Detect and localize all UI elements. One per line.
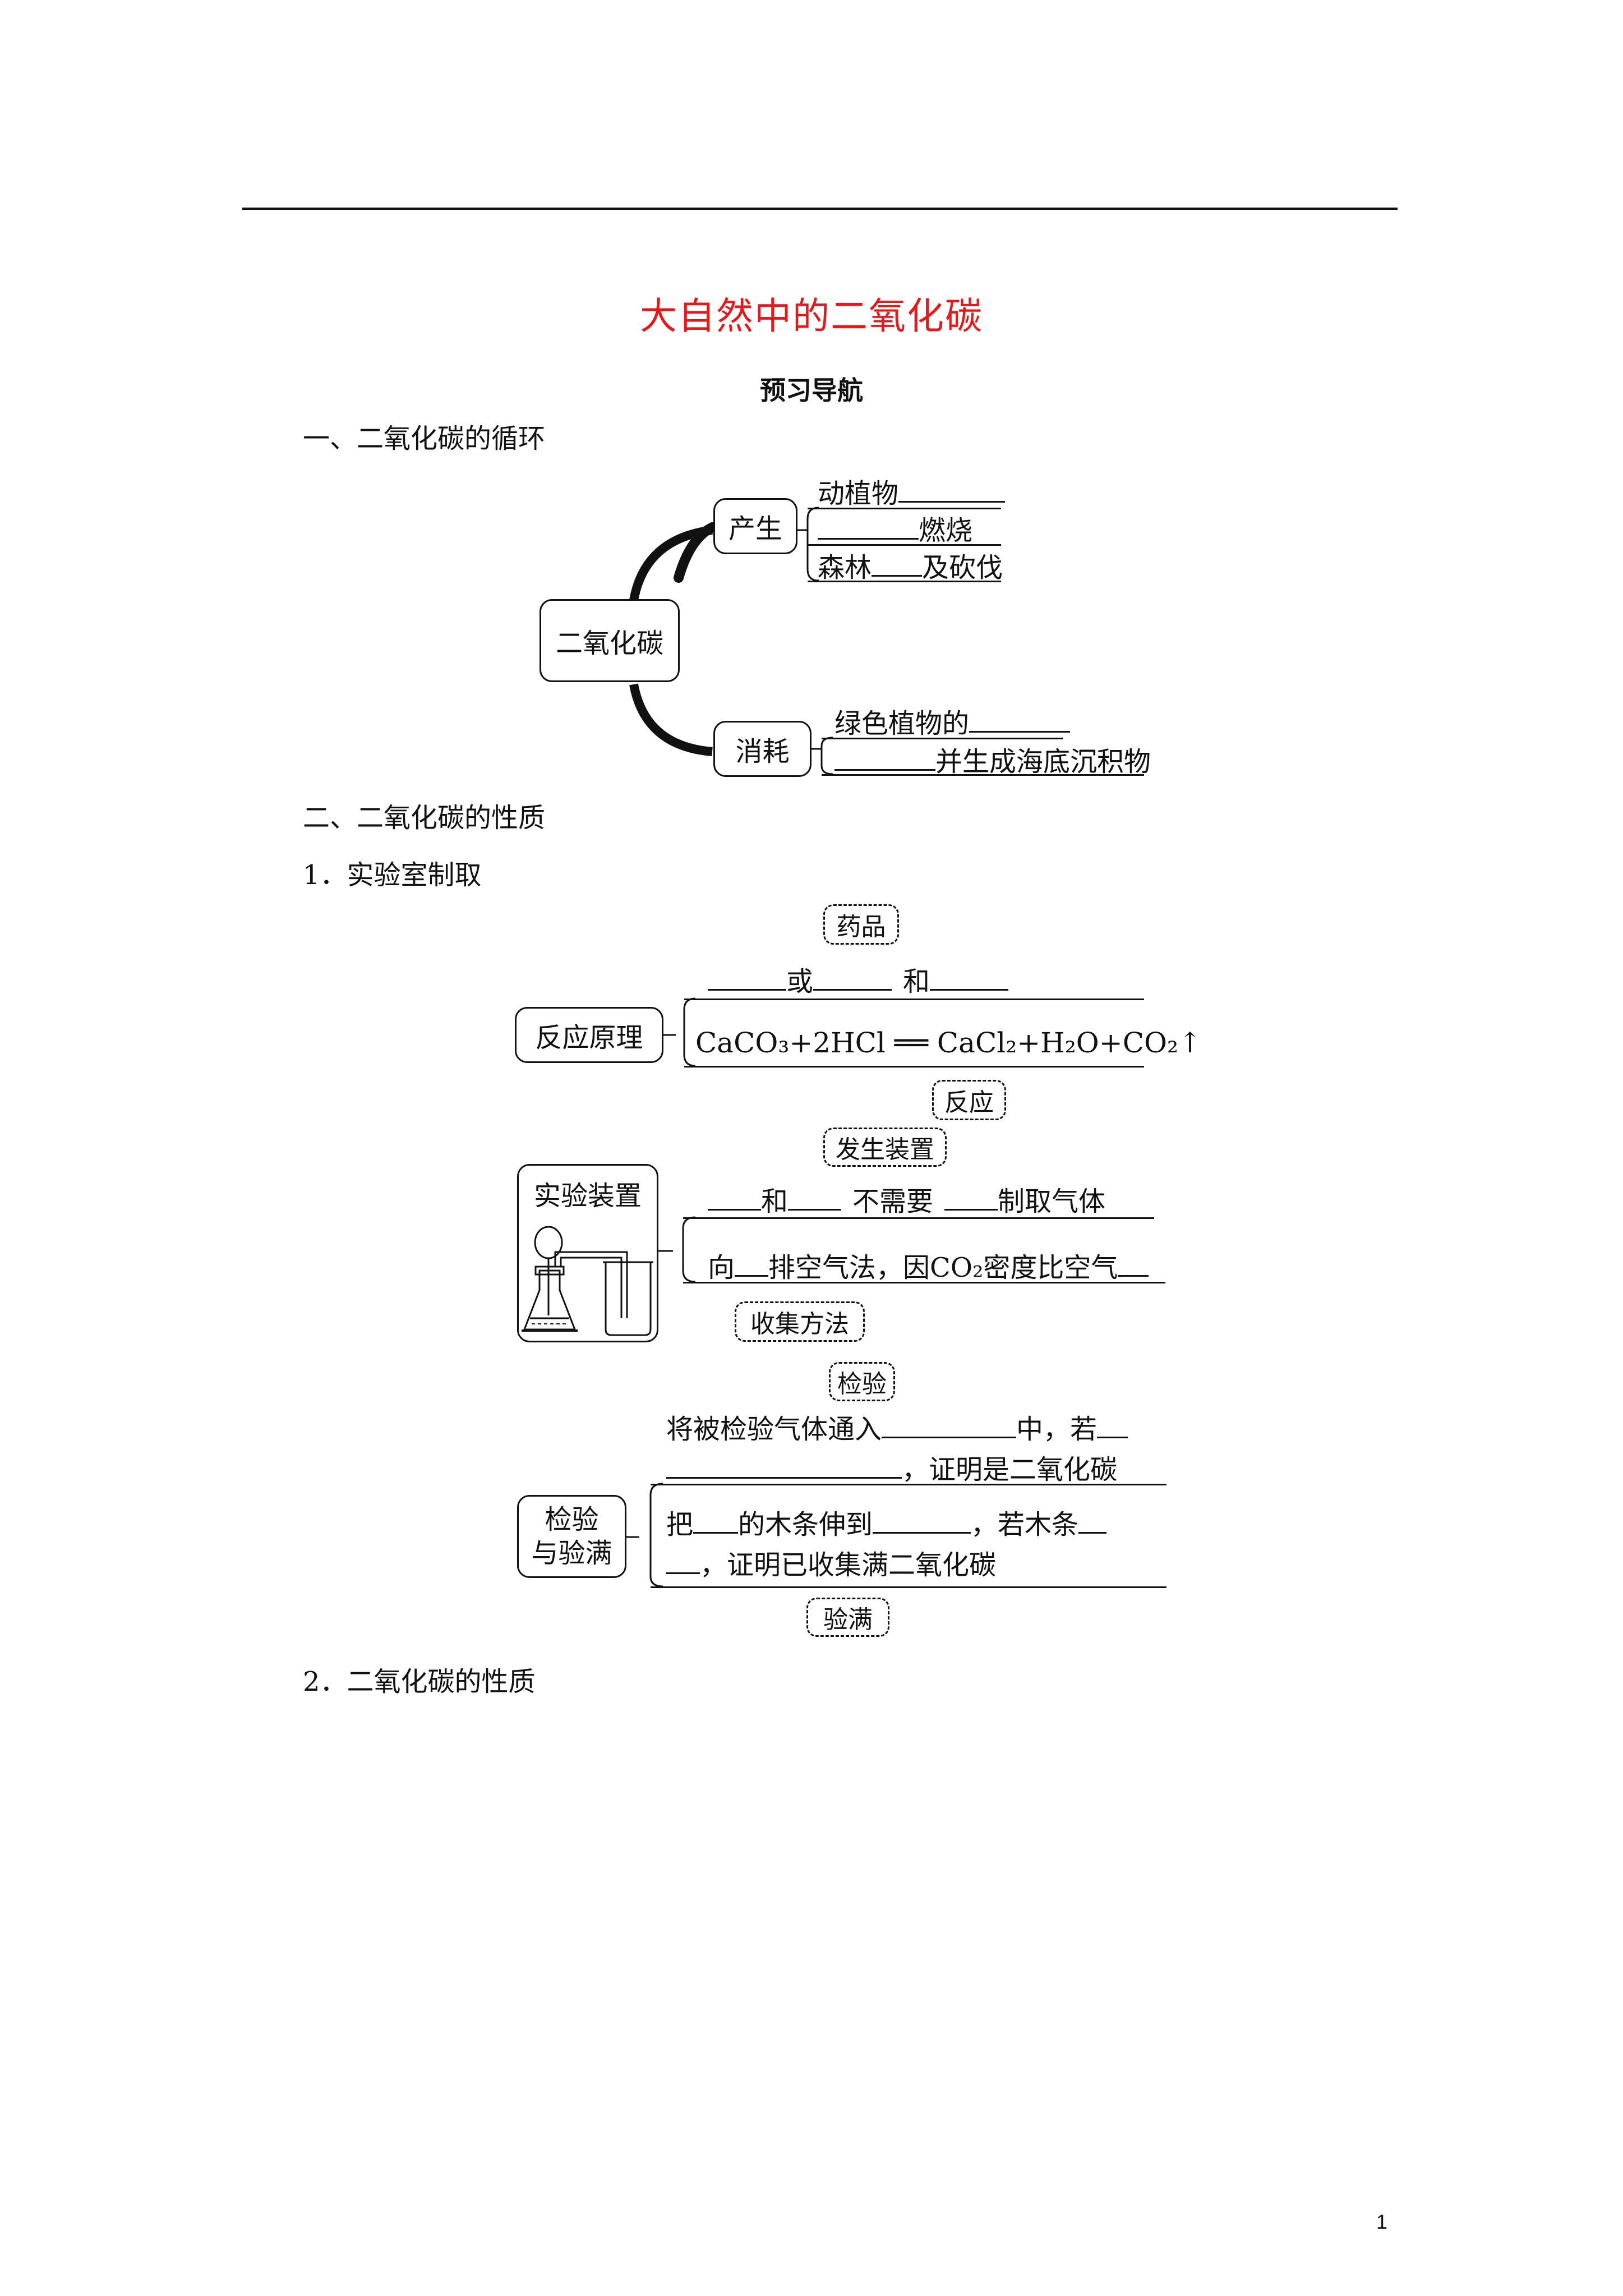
check-node: 检验 与验满 [517,1495,626,1578]
tag-test: 检验 [829,1362,895,1401]
apparatus-line: 和不需要制取气体 [708,1179,1105,1218]
check-line-1: 把的木条伸到，若木条 [666,1502,1107,1542]
tag-reaction: 反应 [932,1080,1006,1120]
reaction-equation: CaCO₃+2HCl ══ CaCl₂+H₂O+CO₂↑ [695,1027,1202,1059]
section2-sub2: 2．二氧化碳的性质 [303,1666,536,1697]
check-line-2: ，证明已收集满二氧化碳 [666,1543,996,1582]
equation-rule [684,1066,1144,1068]
page-title: 大自然中的二氧化碳 [640,295,983,338]
produce-node: 产生 [713,498,797,554]
consume-item-2: 并生成海底沉积物 [834,739,1151,779]
apparatus-label: 实验装置 [533,1180,642,1212]
tag-full: 验满 [806,1598,889,1637]
reagents-rule [684,999,1144,1000]
section2-sub1: 1．实验室制取 [303,859,482,891]
page-subtitle: 预习导航 [760,375,863,406]
section1-heading: 一、二氧化碳的循环 [303,423,546,454]
consume-rule-1 [822,738,1063,739]
apparatus-node: 实验装置 [517,1164,658,1342]
consume-node: 消耗 [713,721,811,777]
test-rule [651,1484,1166,1485]
section2-heading: 二、二氧化碳的性质 [303,802,546,834]
produce-item-3: 森林及砍伐 [818,545,1003,585]
tag-collect: 收集方法 [735,1301,865,1342]
produce-rule-2 [808,544,1001,546]
test-line-2: ，证明是二氧化碳 [666,1447,1117,1487]
produce-rule-3 [808,581,1001,582]
collect-line: 向排空气法，因CO₂密度比空气 [708,1245,1149,1285]
produce-item-2: 燃烧 [818,508,972,547]
check-rule [651,1586,1166,1588]
reagents-line: 或和 [708,959,1009,999]
center-node: 二氧化碳 [540,599,680,682]
produce-item-1: 动植物 [818,471,1006,510]
principle-node: 反应原理 [515,1007,663,1063]
produce-rule-1 [808,508,1001,509]
consume-item-1: 绿色植物的 [834,701,1071,740]
apparatus-rule [683,1217,1154,1219]
test-line-1: 将被检验气体通入中，若 [666,1407,1128,1446]
tag-apparatus: 发生装置 [823,1128,947,1167]
page-number: 1 [1376,2210,1387,2233]
collect-rule [683,1282,1165,1283]
header-rule [242,208,1398,210]
consume-rule-2 [822,774,1144,776]
tag-reagents: 药品 [823,904,899,945]
